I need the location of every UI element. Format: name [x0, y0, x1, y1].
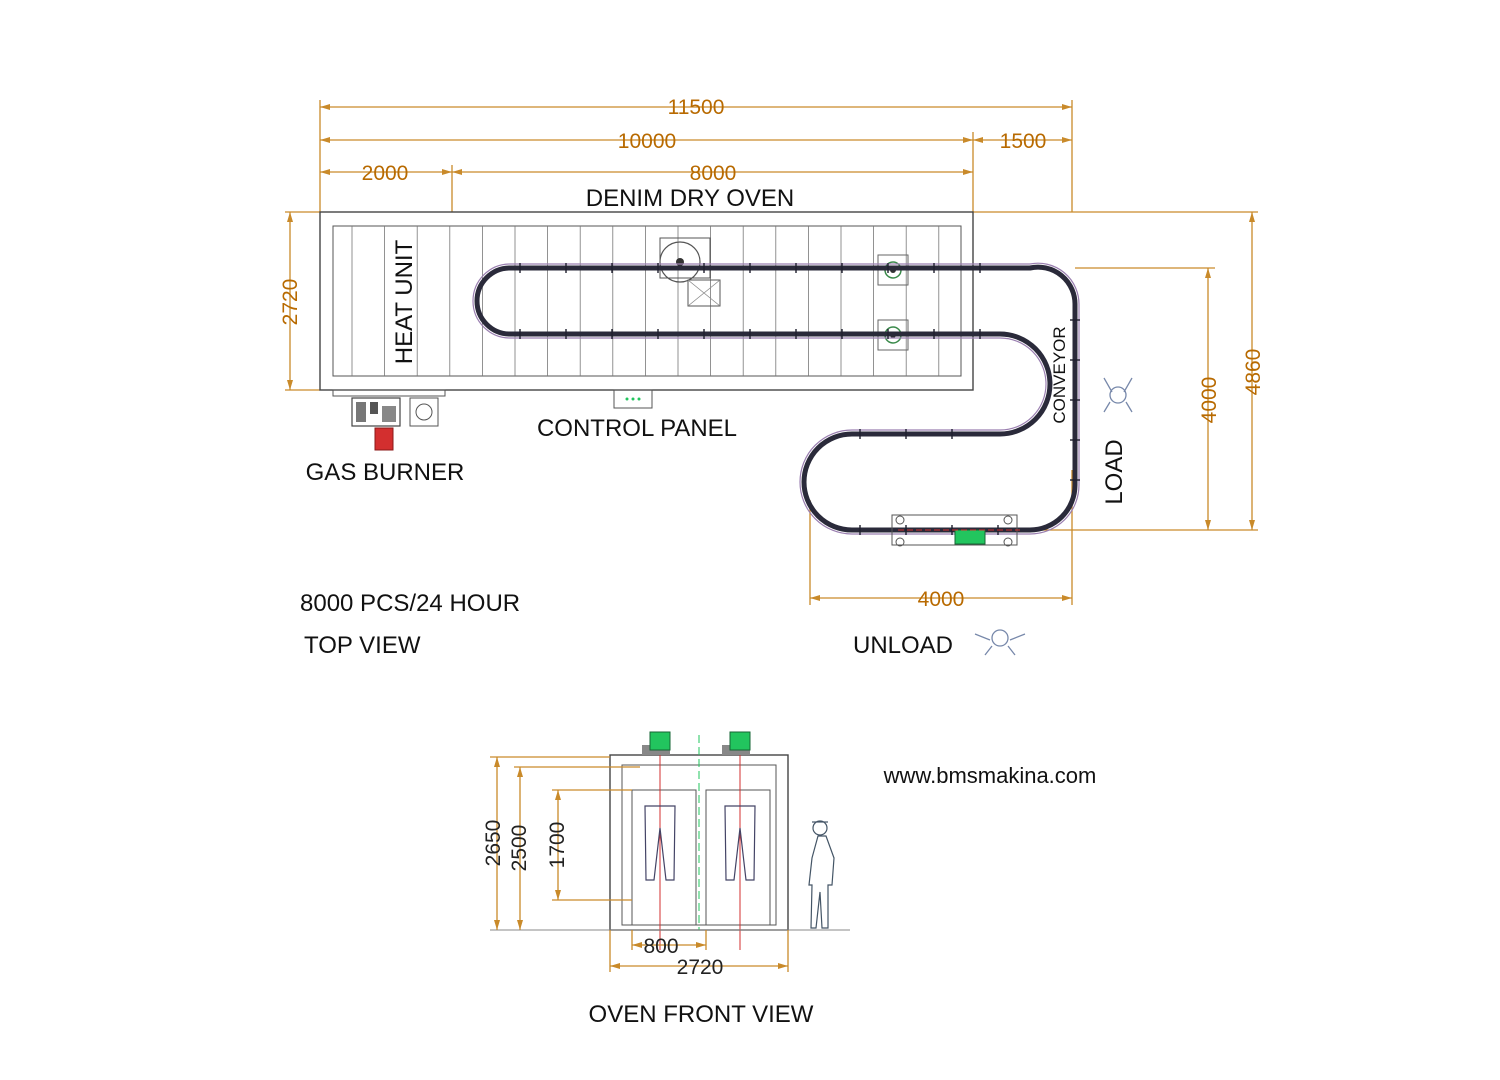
gas-burner: GAS BURNER: [306, 389, 465, 486]
dim-total-length: 11500: [668, 96, 725, 119]
dim-loading-width: 4000: [918, 588, 965, 611]
dim-garment-height: 1700: [546, 822, 569, 869]
oven-slats: [351, 226, 940, 376]
garment-icon: [724, 805, 756, 881]
oven-top-view: DENIM DRY OVEN HEAT UNIT: [319, 185, 974, 391]
control-panel: CONTROL PANEL: [537, 389, 737, 442]
conveyor-hangers: [519, 263, 1080, 535]
garment-icon: [644, 805, 676, 881]
unload-operator-icon: [974, 629, 1026, 656]
load-operator-icon: [1103, 377, 1133, 413]
motor-icon: [722, 731, 751, 755]
capacity-label: 8000 PCS/24 HOUR: [300, 590, 520, 617]
dim-oven-length: 10000: [618, 130, 676, 153]
front-view-title: OVEN FRONT VIEW: [589, 1001, 814, 1028]
dim-total-height: 2650: [482, 820, 505, 867]
oven-front-view: [490, 731, 850, 950]
dim-inner-height: 2500: [508, 825, 531, 872]
dim-oven-width: 2720: [279, 279, 302, 326]
heat-unit-label: HEAT UNIT: [391, 239, 418, 364]
dim-dry-zone-length: 8000: [690, 162, 737, 185]
dim-front-width: 2720: [677, 956, 724, 979]
front-dimensions: 2650 2500 1700 800 2720: [482, 756, 789, 979]
top-dimensions: 11500 10000 1500 2000 8000 2720 4000 486…: [279, 96, 1265, 611]
gas-burner-label: GAS BURNER: [306, 459, 465, 486]
website-label: www.bmsmakina.com: [883, 763, 1097, 788]
dim-conveyor-depth: 4000: [1198, 377, 1221, 424]
oven-title: DENIM DRY OVEN: [586, 185, 795, 212]
load-label: LOAD: [1101, 439, 1128, 504]
conveyor-track: CONVEYOR: [472, 262, 1080, 547]
conveyor-label: CONVEYOR: [1050, 326, 1069, 423]
fan-icon: [659, 237, 721, 307]
dim-total-depth: 4860: [1242, 349, 1265, 396]
unload-label: UNLOAD: [853, 632, 953, 659]
control-panel-label: CONTROL PANEL: [537, 415, 737, 442]
dim-heat-unit-length: 2000: [362, 162, 409, 185]
dim-hanger-spacing: 800: [643, 935, 678, 958]
motor-icon: [642, 731, 671, 755]
drive-unit: [891, 514, 1020, 547]
person-icon: [808, 820, 835, 929]
top-view-title: TOP VIEW: [304, 632, 421, 659]
dim-loading-length: 1500: [1000, 130, 1047, 153]
